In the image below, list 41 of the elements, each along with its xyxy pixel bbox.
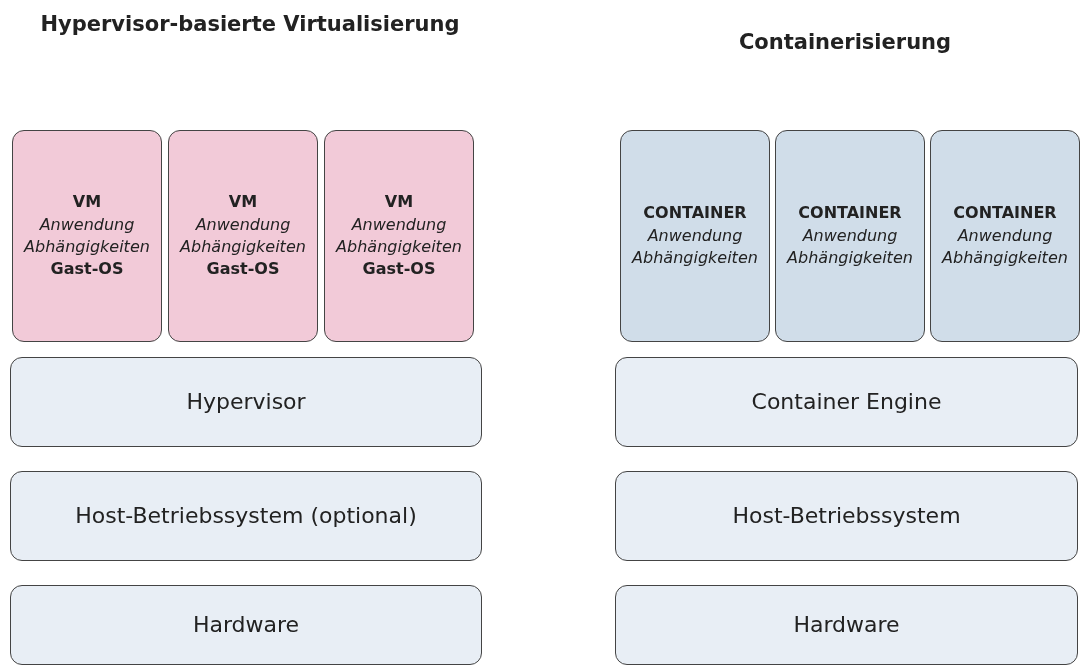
guest-os-label: Gast-OS [50,258,124,281]
layer-label: Hypervisor [186,387,306,416]
layer-box [10,471,482,561]
guest-os-label: Gast-OS [362,258,436,281]
app-label: Anwendung [957,224,1053,247]
dependencies-label: Abhängigkeiten [24,236,150,258]
card-title: CONTAINER [643,202,747,225]
layer-box [10,357,482,447]
layer-box [10,585,482,665]
layer-box [615,471,1078,561]
dependencies-label: Abhängigkeiten [942,247,1068,270]
guest-os-label: Gast-OS [206,258,280,281]
app-label: Anwendung [647,224,743,247]
vm-card [12,130,162,342]
dependencies-label: Abhängigkeiten [336,236,462,258]
vm-card [324,130,474,342]
column-heading: Hypervisor-basierte Virtualisierung [40,11,460,38]
container-card [775,130,925,342]
layer-label: Host-Betriebssystem [732,501,961,530]
card-title: CONTAINER [953,202,1057,225]
vm-card [168,130,318,342]
app-label: Anwendung [351,213,447,236]
app-label: Anwendung [802,224,898,247]
layer-label: Host-Betriebssystem (optional) [75,501,417,530]
layer-box [615,357,1078,447]
dependencies-label: Abhängigkeiten [632,247,758,270]
card-title: VM [384,191,414,214]
app-label: Anwendung [39,213,135,236]
layer-label: Container Engine [751,387,942,416]
card-title: VM [228,191,258,214]
layer-box [615,585,1078,665]
dependencies-label: Abhängigkeiten [787,247,913,270]
container-card [620,130,770,342]
layer-label: Hardware [192,610,300,639]
column-heading: Containerisierung [737,29,953,56]
container-card [930,130,1080,342]
app-label: Anwendung [195,213,291,236]
card-title: VM [72,191,102,214]
layer-label: Hardware [793,610,900,639]
card-title: CONTAINER [798,202,902,225]
dependencies-label: Abhängigkeiten [180,236,306,258]
